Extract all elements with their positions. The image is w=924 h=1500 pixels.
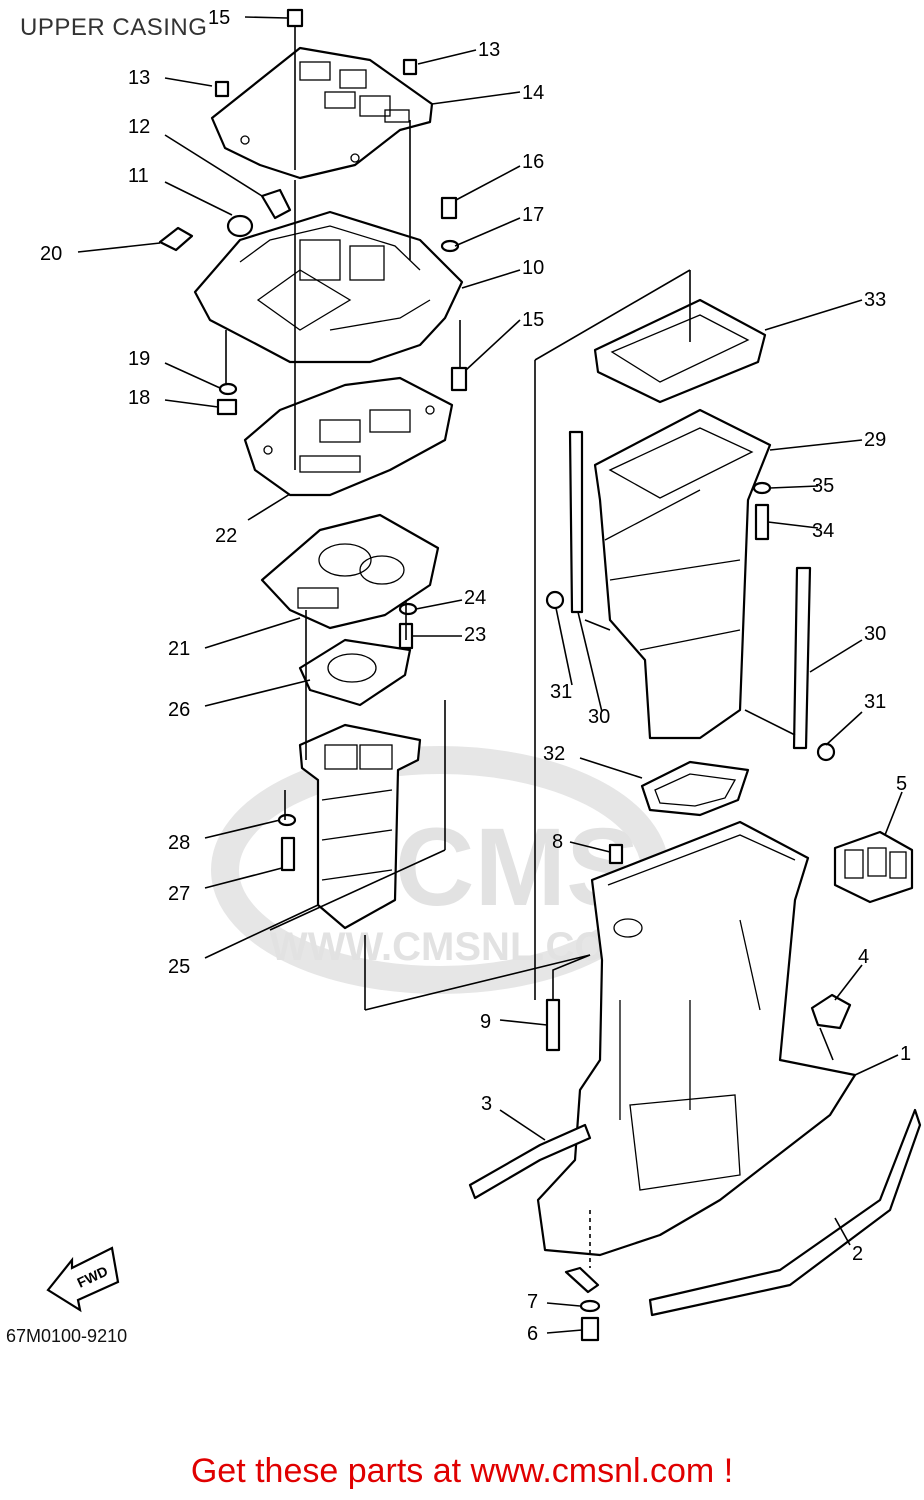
callout-leaders xyxy=(77,16,903,1334)
callout-32: 32 xyxy=(543,743,565,765)
footer-banner-link[interactable]: Get these parts at www.cmsnl.com ! xyxy=(190,1452,734,1490)
assembly-guide-lines xyxy=(225,40,834,1268)
part-11-grommet[interactable] xyxy=(226,214,254,238)
callout-3: 3 xyxy=(481,1093,492,1115)
watermark-url-text: WWW.CMSNL.COM xyxy=(270,925,639,969)
part-21-plate[interactable] xyxy=(260,513,440,630)
callout-13: 13 xyxy=(128,67,150,89)
callout-2: 2 xyxy=(852,1243,863,1265)
part-17-washer[interactable] xyxy=(440,239,460,253)
callout-numbers: 15 13 13 14 12 11 20 16 17 10 15 19 18 2… xyxy=(40,7,911,1345)
callout-4: 4 xyxy=(858,946,869,968)
callout-35: 35 xyxy=(812,475,834,497)
part-28-washer[interactable] xyxy=(277,813,297,827)
part-30-seal-right[interactable] xyxy=(792,566,812,750)
callout-26: 26 xyxy=(168,699,190,721)
part-29-exhaust-manifold[interactable] xyxy=(593,408,772,740)
callout-22: 22 xyxy=(215,525,237,547)
part-35-washer[interactable] xyxy=(752,481,772,495)
part-32-seal[interactable] xyxy=(640,760,750,817)
part-24-washer[interactable] xyxy=(398,602,418,616)
callout-9: 9 xyxy=(480,1011,491,1033)
callout-31: 31 xyxy=(864,691,886,713)
part-6-anode[interactable] xyxy=(564,1266,600,1294)
callout-6: 6 xyxy=(527,1323,538,1345)
fwd-direction-arrow: FWD xyxy=(46,1246,120,1313)
part-8-dowel[interactable] xyxy=(608,843,624,865)
part-12-fitting[interactable] xyxy=(260,188,292,220)
callout-18: 18 xyxy=(128,387,150,409)
part-9-bolt[interactable] xyxy=(545,998,561,1052)
callout-27: 27 xyxy=(168,883,190,905)
part-27-bolt[interactable] xyxy=(280,836,296,872)
callout-30: 30 xyxy=(588,706,610,728)
part-6-bolt[interactable] xyxy=(580,1316,600,1342)
callout-23: 23 xyxy=(464,624,486,646)
part-13-dowel-right[interactable] xyxy=(402,58,418,76)
callout-34: 34 xyxy=(812,520,834,542)
callout-30: 30 xyxy=(864,623,886,645)
part-19-washer[interactable] xyxy=(218,382,238,396)
part-25-exhaust-guide[interactable] xyxy=(298,723,422,930)
callout-31: 31 xyxy=(550,681,572,703)
part-5-grille[interactable] xyxy=(833,830,914,904)
callout-29: 29 xyxy=(864,429,886,451)
fasteners-right xyxy=(545,481,852,1342)
part-26-gasket[interactable] xyxy=(298,638,412,707)
callout-7: 7 xyxy=(527,1291,538,1313)
part-33-gasket[interactable] xyxy=(593,298,767,404)
part-34-bolt[interactable] xyxy=(754,503,770,541)
callout-19: 19 xyxy=(128,348,150,370)
part-30-seal-left[interactable] xyxy=(568,430,584,614)
page-title: UPPER CASING xyxy=(20,14,208,41)
callout-8: 8 xyxy=(552,831,563,853)
part-7-washer[interactable] xyxy=(579,1299,601,1313)
callout-11: 11 xyxy=(128,165,149,187)
part-14-gasket[interactable] xyxy=(210,46,434,180)
part-31-clip-right[interactable] xyxy=(816,742,836,762)
drawing-code: 67M0100-9210 xyxy=(6,1326,128,1346)
callout-10: 10 xyxy=(522,257,544,279)
watermark: CMS WWW.CMSNL.COM xyxy=(211,746,669,994)
callout-13: 13 xyxy=(478,39,500,61)
callout-24: 24 xyxy=(464,587,486,609)
callout-25: 25 xyxy=(168,956,190,978)
callout-1: 1 xyxy=(900,1043,911,1065)
callout-15: 15 xyxy=(208,7,230,29)
callout-14: 14 xyxy=(522,82,544,104)
part-2-rubber-strip[interactable] xyxy=(648,1108,922,1317)
callout-33: 33 xyxy=(864,289,886,311)
part-20-fitting[interactable] xyxy=(158,226,194,252)
callout-16: 16 xyxy=(522,151,544,173)
part-16-bolt[interactable] xyxy=(440,196,458,220)
callout-21: 21 xyxy=(168,638,190,660)
callout-20: 20 xyxy=(40,243,62,265)
part-18-nut[interactable] xyxy=(216,398,238,416)
callout-17: 17 xyxy=(522,204,544,226)
callout-12: 12 xyxy=(128,116,150,138)
part-15-bolt-lower[interactable] xyxy=(450,366,468,392)
callout-15: 15 xyxy=(522,309,544,331)
part-22-gasket[interactable] xyxy=(243,376,454,497)
part-3-rubber-strip[interactable] xyxy=(468,1123,592,1200)
callout-28: 28 xyxy=(168,832,190,854)
part-1-upper-casing[interactable] xyxy=(536,820,857,1257)
part-13-dowel-left[interactable] xyxy=(214,80,230,98)
fasteners-left xyxy=(158,8,468,872)
part-4-clip[interactable] xyxy=(810,993,852,1030)
callout-5: 5 xyxy=(896,773,907,795)
part-31-clip-left[interactable] xyxy=(545,590,565,610)
